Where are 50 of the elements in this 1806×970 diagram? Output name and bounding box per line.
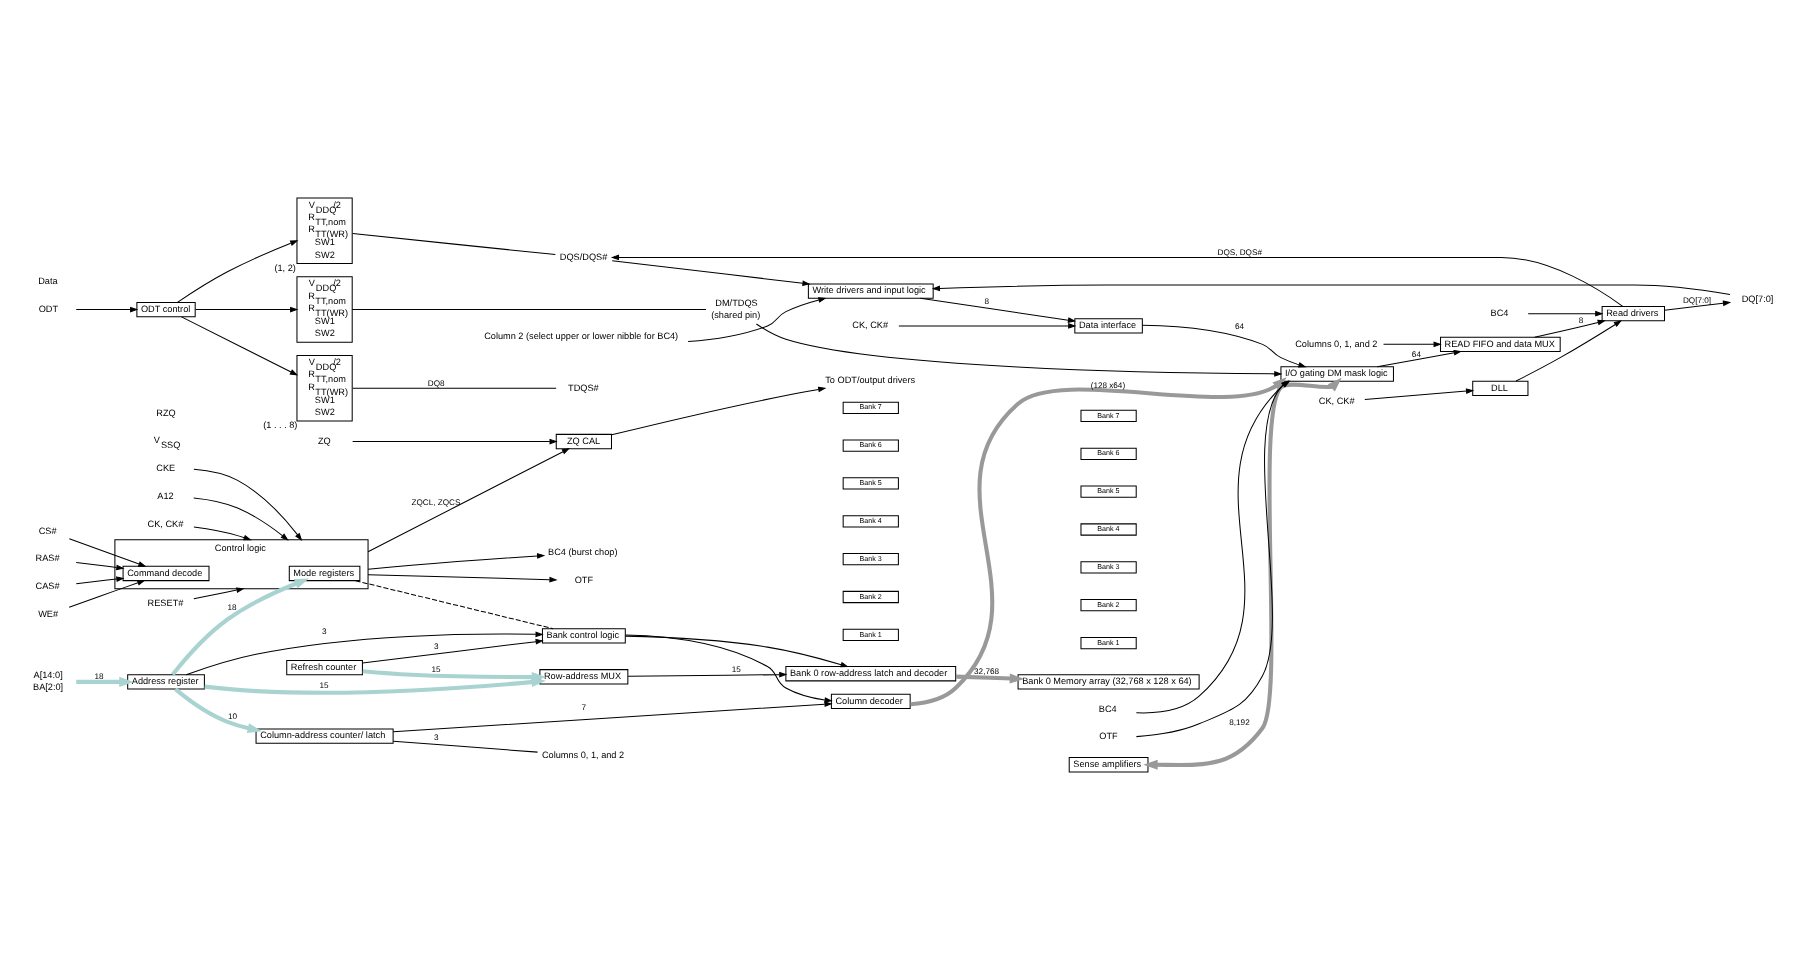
arrow	[898, 323, 1077, 329]
arrow	[75, 561, 125, 571]
arrow	[171, 578, 310, 676]
arrow	[193, 497, 289, 541]
arrow	[185, 631, 544, 676]
arrow	[931, 284, 1731, 295]
connector	[392, 740, 539, 753]
arrow	[627, 671, 788, 678]
arrow	[193, 468, 303, 541]
arrow	[75, 576, 125, 585]
arrow	[1527, 310, 1604, 317]
arrow	[76, 676, 134, 687]
arrow	[611, 386, 827, 436]
arrow	[204, 677, 546, 695]
arrow	[392, 701, 833, 733]
arrow	[1364, 388, 1475, 400]
arrow	[1534, 319, 1606, 338]
arrow	[75, 306, 139, 313]
connector	[352, 387, 557, 389]
arrow	[367, 553, 546, 570]
arrow	[1383, 341, 1442, 348]
arrow	[181, 316, 299, 376]
connector	[355, 580, 554, 630]
arrow	[68, 538, 147, 567]
arrow	[611, 260, 811, 287]
arrow	[174, 687, 262, 733]
arrow	[624, 635, 849, 668]
arrow	[68, 580, 146, 608]
arrow	[687, 297, 827, 343]
connector	[352, 233, 556, 256]
arrow	[610, 254, 1624, 307]
arrow	[1664, 300, 1732, 311]
arrow	[352, 438, 558, 445]
arrow	[362, 669, 547, 683]
arrow	[1141, 324, 1307, 368]
arrow	[193, 587, 245, 600]
arrow	[176, 240, 299, 303]
connector	[351, 309, 707, 311]
arrow	[919, 297, 1077, 323]
arrow	[361, 638, 544, 664]
arrow	[910, 377, 1287, 707]
arrow	[367, 574, 558, 583]
arrow	[1515, 320, 1622, 382]
arrow	[625, 634, 833, 703]
arrow	[193, 526, 252, 541]
arrow	[1376, 349, 1462, 368]
arrow	[955, 673, 1025, 684]
arrow	[755, 323, 1283, 377]
arrow	[367, 448, 571, 553]
arrow	[194, 306, 299, 313]
